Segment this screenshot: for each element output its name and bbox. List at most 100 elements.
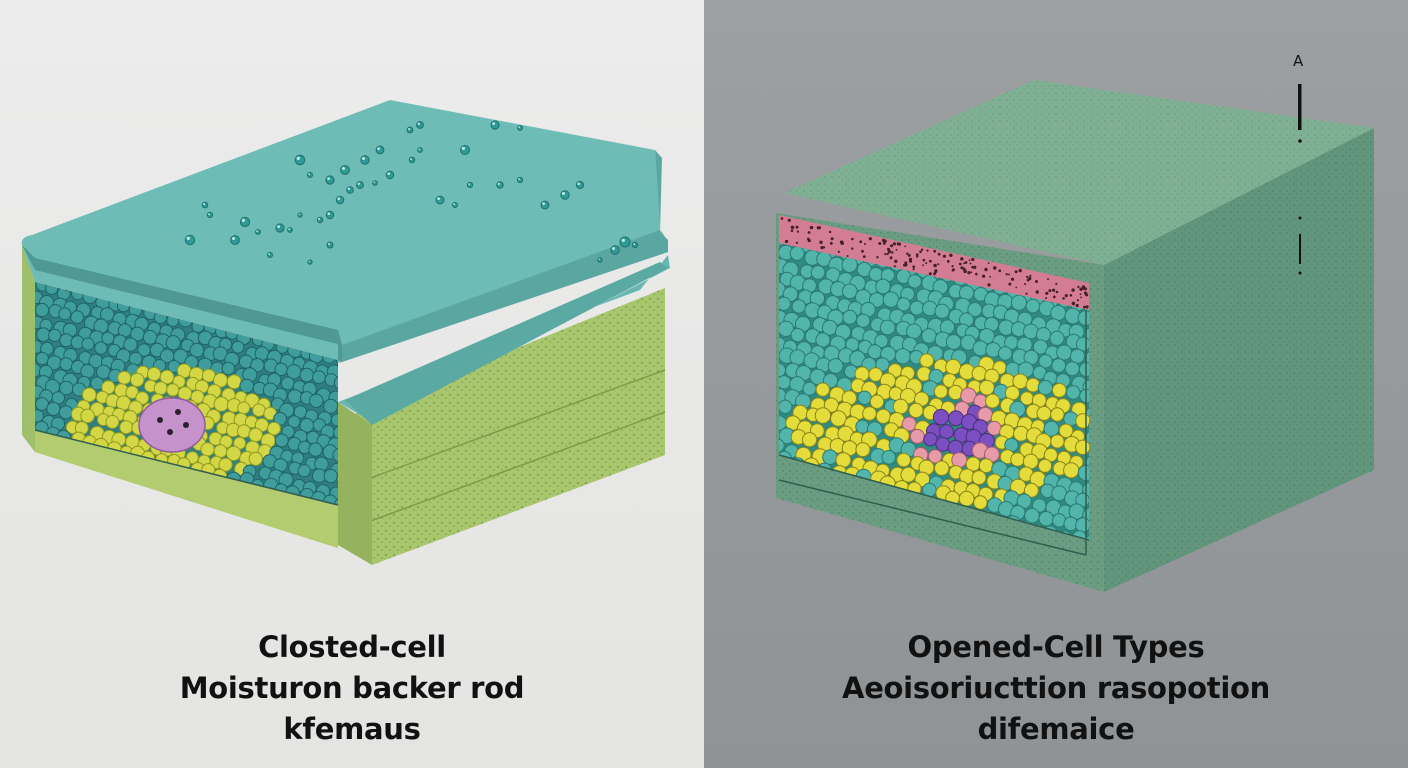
foam-cell (280, 376, 295, 391)
pink-layer-speck (1071, 301, 1076, 306)
foam-cell (934, 303, 950, 319)
foam-cell (248, 451, 263, 466)
foam-cell (1016, 493, 1032, 509)
droplet-highlight (633, 243, 635, 246)
droplet-highlight (437, 197, 440, 201)
pink-layer-speck (989, 275, 991, 278)
foam-cell (218, 457, 233, 472)
pink-layer-speck (1052, 288, 1056, 292)
pink-layer-speck (933, 263, 937, 268)
water-droplet (597, 257, 603, 263)
foam-cell (909, 561, 925, 577)
droplet-highlight (562, 192, 565, 195)
pink-layer-speck (971, 257, 975, 262)
pink-layer-speck (1035, 280, 1038, 283)
foam-cell (136, 534, 150, 548)
pink-layer-speck (1079, 293, 1082, 296)
foam-cell (896, 452, 911, 468)
pink-layer-speck (828, 230, 832, 234)
foam-cell (842, 309, 858, 325)
foam-cell (130, 493, 146, 505)
foam-cell (237, 401, 251, 415)
foam-cell (784, 549, 799, 564)
pink-layer-speck (919, 250, 922, 253)
water-droplet (294, 154, 306, 166)
pink-layer-speck (859, 240, 863, 244)
foam-cell (875, 408, 891, 424)
pink-layer-speck (1008, 282, 1012, 286)
water-droplet (316, 216, 324, 224)
foam-cell (822, 449, 838, 466)
water-droplet (619, 236, 631, 248)
foam-cell (992, 595, 1005, 608)
closed-cell-illustration (21, 100, 670, 586)
pink-layer-speck (796, 230, 799, 233)
pink-layer-speck (819, 240, 823, 244)
foam-cell (129, 518, 143, 532)
foam-cell (204, 538, 217, 551)
foam-cell (858, 523, 873, 539)
foam-cell (896, 297, 911, 312)
foam-cell (57, 500, 73, 505)
foam-cell (916, 548, 931, 563)
pink-layer-speck (795, 241, 798, 244)
closed-cell-caption-line-1: Closted-cell (258, 630, 446, 664)
foam-cell (153, 381, 168, 396)
pink-layer-speck (971, 265, 974, 269)
foam-cell (955, 559, 969, 573)
pink-layer-speck (949, 253, 953, 257)
foam-cell (1069, 348, 1086, 364)
foam-cell (51, 514, 65, 528)
pink-layer-speck (1075, 303, 1079, 308)
foam-cell (263, 527, 277, 541)
dimension-marker (1298, 84, 1302, 275)
foam-cell (189, 342, 205, 358)
foam-cell (997, 346, 1013, 361)
foam-cell (199, 550, 212, 563)
pink-layer-speck (807, 231, 811, 234)
pink-layer-speck (894, 259, 898, 263)
foam-cell (94, 341, 108, 355)
foam-cell (823, 529, 839, 540)
foam-cell (165, 335, 181, 351)
pink-layer-speck (862, 255, 866, 258)
open-cell-top-face (784, 80, 1374, 265)
pink-layer-speck (922, 264, 924, 267)
foam-cell (975, 576, 989, 590)
foam-cell (943, 555, 956, 568)
water-droplet (416, 121, 424, 129)
pink-layer-speck (933, 272, 936, 276)
pink-layer-speck (1077, 285, 1080, 289)
foam-cell (811, 553, 826, 568)
droplet-highlight (277, 225, 280, 229)
pink-layer-speck (787, 218, 791, 222)
foam-cell (93, 510, 106, 523)
foam-cell (991, 566, 1006, 581)
droplet-highlight (256, 230, 258, 233)
pink-layer-speck (861, 249, 864, 253)
foam-cell (935, 436, 951, 452)
pink-layer-speck (887, 249, 892, 254)
foam-cell (909, 428, 925, 444)
foam-cell (791, 299, 807, 314)
pink-layer-speck (784, 239, 789, 244)
foam-cell (281, 568, 294, 581)
foam-cell (779, 438, 785, 453)
pink-layer-speck (960, 257, 963, 260)
water-droplet (575, 180, 585, 190)
foam-cell (814, 407, 832, 424)
foam-cell (862, 406, 877, 421)
foam-cell (848, 561, 863, 576)
foam-cell (209, 527, 222, 540)
foam-cell (117, 370, 132, 385)
droplet-highlight (327, 177, 330, 181)
foam-cell (779, 505, 794, 522)
water-droplet (307, 172, 313, 178)
foam-cell (1058, 581, 1071, 594)
foam-cell (247, 538, 259, 550)
foam-cell (48, 328, 62, 342)
pink-layer-speck (1026, 275, 1029, 279)
foam-cell (347, 572, 361, 586)
foam-cell (215, 542, 228, 555)
closed-cell-caption-line-2: Moisturon backer rod (179, 671, 525, 705)
